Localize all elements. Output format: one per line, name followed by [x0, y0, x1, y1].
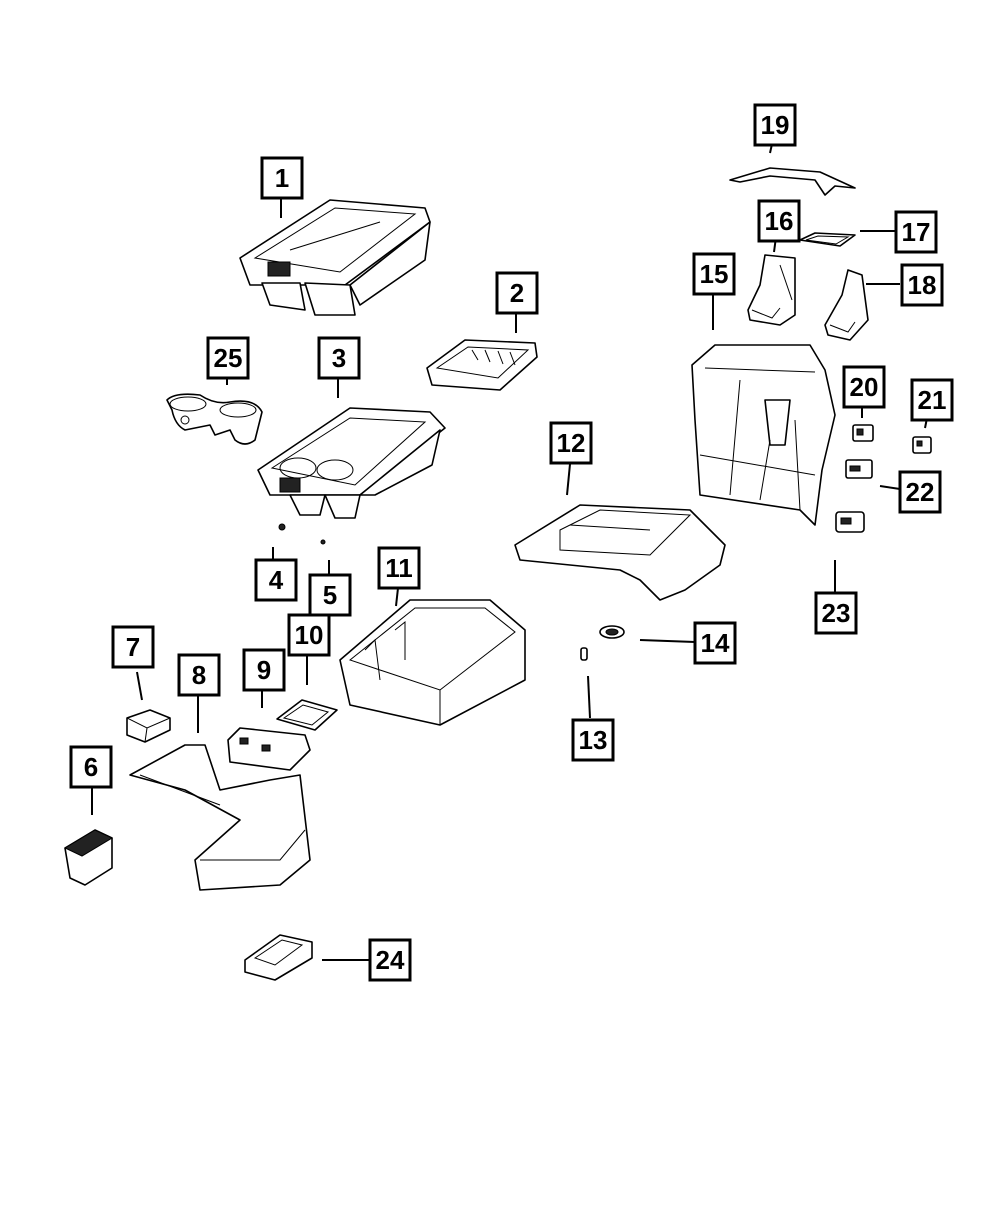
callout-25: 25: [206, 336, 250, 380]
part-8-front-bracket: [129, 744, 311, 891]
callout-7: 7: [111, 625, 155, 669]
part-23-power-outlet: [835, 511, 865, 533]
callout-label: 21: [918, 385, 947, 415]
part-16-duct-left: [747, 254, 796, 326]
callout-label: 15: [700, 259, 729, 289]
callout-label: 6: [84, 752, 98, 782]
part-20-switch: [852, 424, 874, 442]
part-11-console-base-bin: [339, 599, 526, 726]
part-17-mat: [799, 232, 856, 247]
callout-label: 4: [269, 565, 284, 595]
callout-label: 3: [332, 343, 346, 373]
callout-label: 25: [214, 343, 243, 373]
callout-23: 23: [814, 591, 858, 635]
callout-label: 16: [765, 206, 794, 236]
callout-18: 18: [900, 263, 944, 307]
part-3-cupholder-tray: [257, 407, 446, 519]
callout-label: 5: [323, 580, 337, 610]
callout-label: 10: [295, 620, 324, 650]
leader-lines: [91, 143, 928, 961]
part-25-cupholder-insert: [166, 393, 263, 445]
callout-label: 14: [701, 628, 730, 658]
callout-16: 16: [757, 199, 801, 243]
part-14-grommet: [599, 625, 625, 639]
part-10-mat: [276, 699, 338, 731]
part-1-console-top-tray: [239, 199, 431, 316]
callout-2: 2: [495, 271, 539, 315]
callout-19: 19: [753, 103, 797, 147]
callout-10: 10: [287, 613, 331, 657]
callout-3: 3: [317, 336, 361, 380]
callout-21: 21: [910, 378, 954, 422]
callout-4: 4: [254, 558, 298, 602]
part-2-storage-bin: [426, 339, 538, 391]
callout-label: 13: [579, 725, 608, 755]
callout-5: 5: [308, 573, 352, 617]
callout-9: 9: [242, 648, 286, 692]
callout-6: 6: [69, 745, 113, 789]
part-15-rear-console-panel: [691, 344, 836, 526]
part-4-clip: [278, 523, 286, 531]
callout-label: 23: [822, 598, 851, 628]
callout-label: 9: [257, 655, 271, 685]
callout-label: 19: [761, 110, 790, 140]
part-7-connector-module: [126, 709, 171, 743]
callout-label: 20: [850, 372, 879, 402]
callout-label: 22: [906, 477, 935, 507]
part-21-switch: [912, 436, 932, 454]
part-24-electronic-module: [244, 934, 313, 981]
part-5-screw: [320, 539, 326, 545]
callout-20: 20: [842, 365, 886, 409]
callout-label: 8: [192, 660, 206, 690]
callout-14: 14: [693, 621, 737, 665]
part-18-duct-right: [824, 269, 869, 341]
callout-label: 24: [376, 945, 405, 975]
callout-label: 7: [126, 632, 140, 662]
callout-label: 17: [902, 217, 931, 247]
callout-13: 13: [571, 718, 615, 762]
callout-label: 1: [275, 163, 289, 193]
callout-8: 8: [177, 653, 221, 697]
callout-12: 12: [549, 421, 593, 465]
callout-24: 24: [368, 938, 412, 982]
part-19-trim-strip: [729, 167, 856, 196]
callout-label: 18: [908, 270, 937, 300]
callout-1: 1: [260, 156, 304, 200]
callout-22: 22: [898, 470, 942, 514]
callout-label: 12: [557, 428, 586, 458]
part-22-usb-port: [845, 459, 873, 479]
callout-label: 2: [510, 278, 524, 308]
part-9-pocket: [227, 727, 311, 771]
callout-17: 17: [894, 210, 938, 254]
callout-11: 11: [377, 546, 421, 590]
part-13-pin: [580, 647, 588, 661]
part-6-switch-module: [63, 829, 114, 886]
callout-label: 11: [385, 553, 413, 583]
callout-15: 15: [692, 252, 736, 296]
part-12-console-frame: [514, 504, 726, 601]
